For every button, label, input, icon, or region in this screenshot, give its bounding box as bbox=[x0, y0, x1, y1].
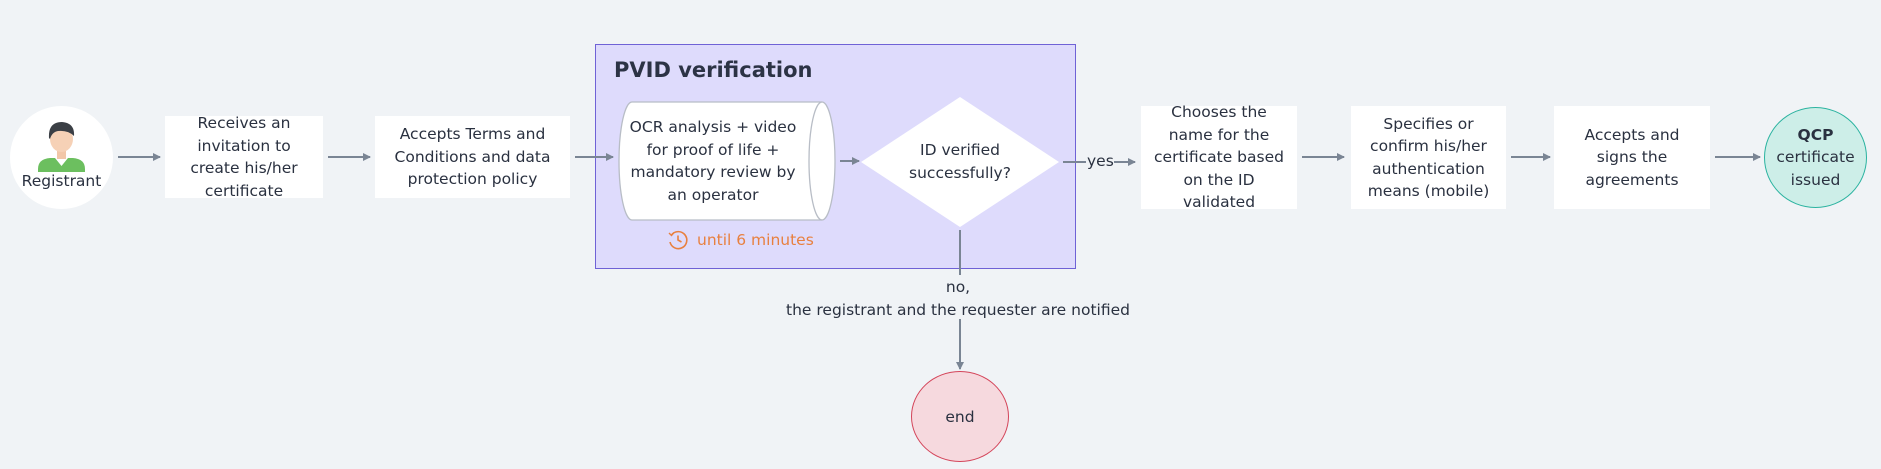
no-label-line1: no, bbox=[945, 278, 971, 296]
qcp-certificate-node: QCP certificate issued bbox=[1764, 107, 1867, 208]
decision-diamond bbox=[861, 97, 1059, 227]
step-specify-auth-label: Specifies or confirm his/her authenticat… bbox=[1367, 114, 1490, 201]
step-accept-terms-label: Accepts Terms and Conditions and data pr… bbox=[394, 125, 551, 189]
step-choose-name-label: Chooses the name for the certificate bas… bbox=[1154, 103, 1284, 212]
step-receive-invitation: Receives an invitation to create his/her… bbox=[165, 114, 323, 200]
timer-note: until 6 minutes bbox=[667, 229, 814, 251]
step-accept-sign: Accepts and signs the agreements bbox=[1554, 106, 1710, 209]
step-receive-invitation-label: Receives an invitation to create his/her… bbox=[190, 114, 298, 200]
start-node bbox=[10, 106, 113, 209]
group-title: PVID verification bbox=[614, 58, 813, 82]
step-accept-sign-label: Accepts and signs the agreements bbox=[1584, 125, 1680, 189]
qcp-line2: issued bbox=[1790, 170, 1841, 189]
no-label-line2: the registrant and the requester are not… bbox=[786, 301, 1130, 319]
start-label: Registrant bbox=[21, 172, 102, 190]
decision-label: ID verified successfully? bbox=[909, 141, 1011, 182]
process-cylinder bbox=[618, 101, 836, 221]
qcp-line1: certificate bbox=[1776, 148, 1855, 167]
process-label: OCR analysis + video for proof of life +… bbox=[629, 118, 797, 204]
qcp-title: QCP bbox=[1797, 125, 1834, 144]
yes-label: yes bbox=[1087, 150, 1114, 173]
timer-label: until 6 minutes bbox=[697, 231, 814, 249]
no-label: no, the registrant and the requester are… bbox=[778, 276, 1138, 322]
step-choose-name: Chooses the name for the certificate bas… bbox=[1141, 103, 1297, 211]
step-specify-auth: Specifies or confirm his/her authenticat… bbox=[1351, 106, 1506, 209]
end-node: end bbox=[911, 371, 1009, 462]
step-accept-terms: Accepts Terms and Conditions and data pr… bbox=[375, 116, 570, 198]
clock-icon bbox=[668, 230, 688, 250]
end-label: end bbox=[945, 407, 975, 426]
person-avatar-icon bbox=[38, 122, 85, 172]
